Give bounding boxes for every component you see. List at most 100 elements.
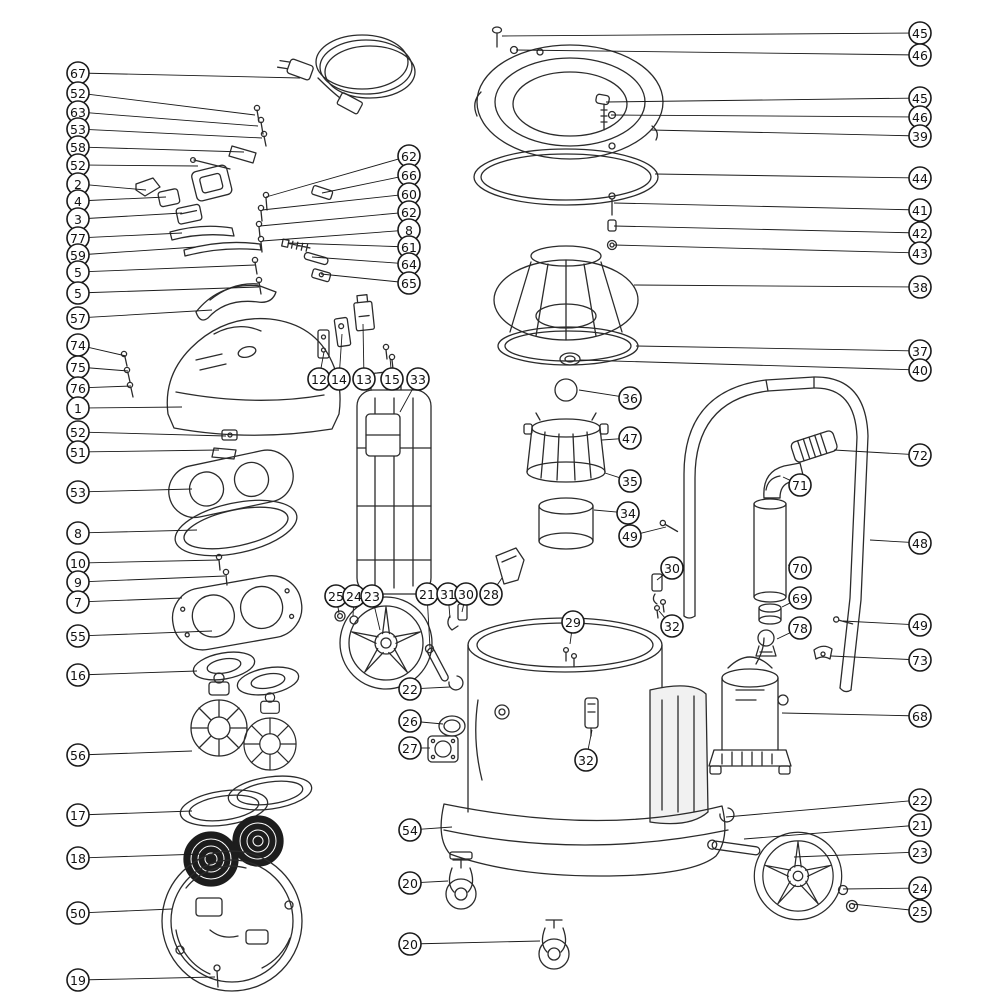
tube-fitting [758,603,782,625]
callout-30-62 [454,582,478,606]
leader-line-75-15 [88,367,129,372]
callout-label-14-41: 14 [331,372,347,387]
latch-parts [211,429,238,460]
leader-line-61-37 [287,242,399,248]
callout-49-85 [908,613,932,637]
leader-line-22-64 [420,686,451,689]
callout-label-16-26: 16 [70,668,86,683]
leader-line-46-72 [515,49,910,56]
axle-right [707,839,761,856]
leader-line-16-26 [88,670,198,676]
callout-28-63 [479,582,503,606]
inlet-flange [427,735,459,763]
handle-frame [683,376,869,693]
callout-label-13-42: 13 [356,372,372,387]
callout-label-8-36: 8 [405,223,413,238]
pump-pocket [649,685,709,825]
motor-mount-plate [171,575,303,651]
callout-78-56 [788,616,812,640]
cartridge-filters [183,815,284,887]
callout-label-52-5: 52 [70,158,86,173]
leader-line-29-52 [569,632,572,645]
bolt-19 [213,964,221,988]
callout-label-1-17: 1 [74,401,82,416]
float-cage [523,412,609,483]
leader-line-47-46 [601,438,620,441]
leader-line-4-7 [88,196,167,201]
callout-label-69-55: 69 [792,591,808,606]
fastener-cluster [255,185,334,283]
callout-label-32-70: 32 [578,753,594,768]
leader-line-77-9 [88,232,183,238]
lid-ring [474,44,664,160]
handle-hardware [135,104,277,321]
callout-label-53-20: 53 [70,485,86,500]
caster-front [445,859,477,910]
callout-label-28-63: 28 [483,587,499,602]
callout-label-73-86: 73 [912,653,928,668]
callout-label-65-39: 65 [401,276,417,291]
leader-line-8-36 [261,230,399,242]
tank-screws [562,646,578,668]
callout-label-42-78: 42 [912,226,928,241]
leader-line-53-3 [88,129,263,139]
leader-line-65-39 [320,273,399,283]
clamp [813,645,833,660]
power-cord [276,34,416,115]
callout-73-86 [908,648,932,672]
axle-left [424,644,449,682]
right-latch-parts [651,573,667,619]
callout-label-53-3: 53 [70,122,86,137]
leader-line-22-88 [725,800,910,818]
leader-line-53-20 [88,488,193,493]
callout-label-45-71: 45 [912,26,928,41]
callout-51-19 [66,440,90,464]
callout-label-19-31: 19 [70,973,86,988]
leader-line-23-59 [374,606,381,631]
leader-line-28-63 [496,577,503,586]
tank [467,617,663,813]
callout-label-52-1: 52 [70,86,86,101]
callout-27-66 [398,736,422,760]
callout-label-22-64: 22 [402,682,418,697]
leader-line-69-55 [781,602,791,608]
leader-line-7-24 [88,597,183,603]
callout-32-51 [660,614,684,638]
callout-label-46-74: 46 [912,110,928,125]
callout-label-66-33: 66 [401,168,417,183]
leader-line-26-65 [420,721,444,725]
callout-label-20-68: 20 [402,876,418,891]
leader-line-60-34 [261,194,399,211]
leader-line-18-29 [88,853,203,859]
callout-label-26-65: 26 [402,714,418,729]
callout-label-59-10: 59 [70,248,86,263]
callout-label-62-35: 62 [401,205,417,220]
callout-49-49 [618,524,642,548]
callout-38-80 [908,275,932,299]
vacuum-motors [190,672,297,771]
leader-line-66-33 [321,176,399,194]
callout-label-61-37: 61 [401,240,417,255]
callout-26-65 [398,709,422,733]
leader-line-9-23 [88,575,226,583]
leader-line-21-89 [743,825,910,840]
leader-line-13-42 [362,323,365,369]
callout-40-82 [908,358,932,382]
leader-line-34-48 [593,509,618,513]
callout-label-2-6: 2 [74,177,82,192]
plate-screws [215,553,230,586]
leader-line-76-16 [88,385,132,389]
callout-65-39 [397,271,421,295]
callout-label-51-19: 51 [70,445,86,460]
callout-label-34-48: 34 [620,506,636,521]
leader-line-20-68 [420,880,449,883]
leader-line-45-73 [605,97,910,103]
callout-label-49-49: 49 [622,529,638,544]
callout-69-55 [788,586,812,610]
callout-label-46-72: 46 [912,48,928,63]
leader-line-71-53 [782,476,791,481]
drain-tube [753,498,787,603]
lid-small-parts [317,294,396,370]
callout-label-38-80: 38 [912,280,928,295]
